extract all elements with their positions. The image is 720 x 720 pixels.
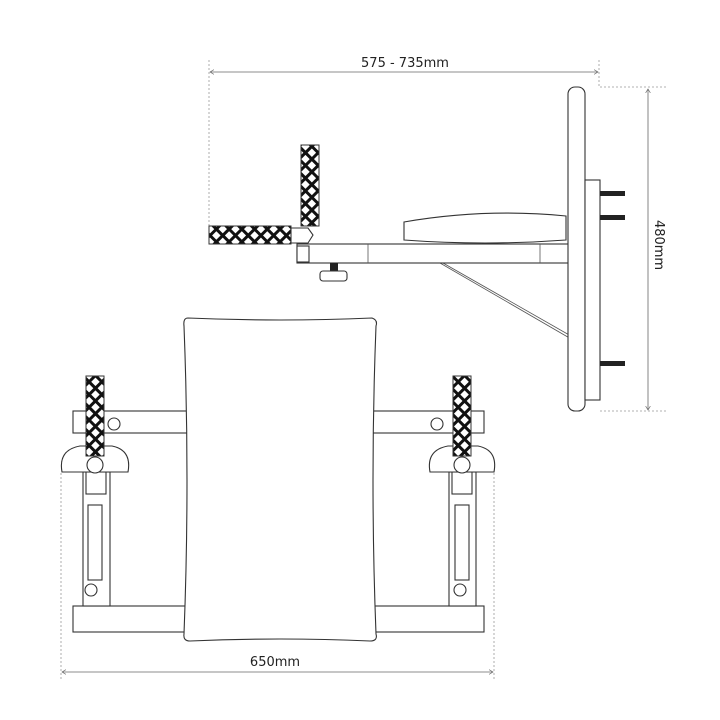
- depth-label: 575 - 735mm: [361, 56, 449, 71]
- foot-pad: [319, 270, 348, 282]
- back-pad-front: [183, 317, 378, 642]
- height-label: 480mm: [651, 220, 666, 270]
- width-dimension: 650mm: [60, 473, 495, 680]
- front-view: [60, 317, 496, 642]
- brace-line: [439, 262, 586, 348]
- right-arm-assembly: [428, 375, 496, 607]
- side-view: [208, 86, 625, 412]
- seat-beam: [296, 243, 586, 264]
- grip-horizontal: [208, 225, 292, 245]
- back-pad-side: [567, 86, 586, 412]
- foot-screw: [330, 263, 338, 271]
- grip-connector: [290, 227, 314, 244]
- bolt: [600, 361, 625, 366]
- grip-front: [452, 375, 472, 457]
- bolt: [600, 191, 625, 196]
- grip-vertical: [300, 144, 320, 227]
- grip-front: [85, 375, 105, 457]
- height-dimension: 480mm: [600, 86, 666, 412]
- left-arm-assembly: [60, 375, 130, 607]
- bolt: [600, 215, 625, 220]
- seat-cushion-side: [403, 212, 567, 244]
- wall-plate: [584, 179, 601, 401]
- depth-dimension: 575 - 735mm: [208, 56, 600, 230]
- width-label: 650mm: [250, 655, 300, 670]
